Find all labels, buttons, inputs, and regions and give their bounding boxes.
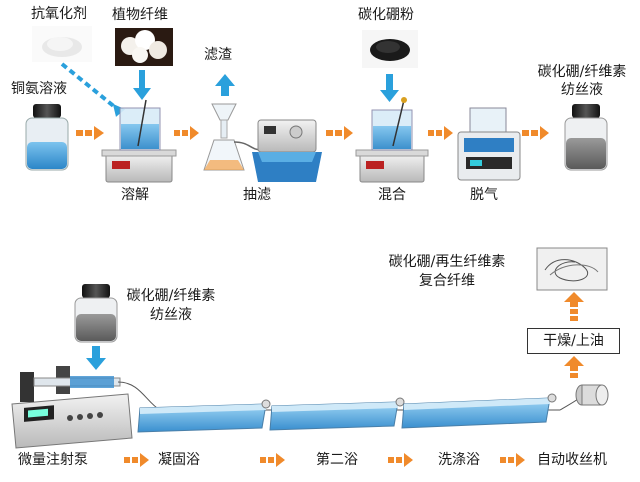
flow-arrow-bottom-3: [388, 453, 413, 467]
antioxidant-label: 抗氧化剂: [31, 6, 87, 22]
flow-arrow-up-1: [564, 356, 584, 378]
flow-arrow-1: [76, 126, 104, 140]
degas-ultrasonic-bath: [457, 107, 521, 181]
flow-arrow-bottom-1: [124, 453, 149, 467]
flow-arrow-3: [326, 126, 353, 140]
wash-bath-label: 洗涤浴: [438, 452, 480, 468]
antioxidant-powder-image: [32, 26, 92, 62]
syringe-pump: [11, 366, 133, 449]
spinning-solution-bottle-bottom: [74, 284, 118, 343]
boron-carbide-feed-arrow: [380, 74, 399, 102]
cuprammonium-label: 铜氨溶液: [11, 81, 67, 97]
suction-filter-label: 抽滤: [243, 187, 271, 203]
coagulation-bath: [137, 403, 267, 433]
mix-label: 混合: [378, 187, 406, 203]
vacuum-pump: [252, 119, 322, 182]
plant-fiber-image: [115, 28, 173, 66]
flow-arrow-5: [522, 126, 549, 140]
boron-carbide-powder-label: 碳化硼粉: [358, 7, 414, 23]
auto-collector-label: 自动收丝机: [537, 452, 607, 468]
guide-roller-2: [395, 397, 405, 407]
plant-fiber-feed-arrow: [133, 70, 151, 100]
flow-arrow-bottom-4: [500, 453, 525, 467]
mix-stirrer: [355, 97, 429, 183]
spinning-solution-top-label-1: 碳化硼/纤维素: [537, 64, 627, 80]
flow-arrow-bottom-2: [260, 453, 285, 467]
guide-roller-1: [261, 399, 271, 409]
suction-filter-flask: [203, 103, 263, 171]
dissolve-stirrer: [101, 99, 177, 183]
plant-fiber-label: 植物纤维: [112, 7, 168, 23]
dry-oil-box: 干燥/上油: [527, 328, 620, 354]
composite-fiber-label-2: 复合纤维: [419, 273, 475, 289]
spinning-solution-bottom-label-2: 纺丝液: [150, 307, 192, 323]
syringe-pump-label: 微量注射泵: [18, 452, 88, 468]
spinning-solution-bottle-top: [564, 104, 608, 171]
second-bath: [269, 401, 399, 431]
auto-collector-drum: [575, 384, 609, 406]
dissolve-label: 溶解: [121, 187, 149, 203]
degas-label: 脱气: [470, 187, 498, 203]
cuprammonium-bottle: [25, 104, 69, 171]
washing-bath: [401, 397, 551, 429]
filter-residue-label: 滤渣: [204, 47, 232, 63]
composite-fiber-label-1: 碳化硼/再生纤维素: [388, 254, 506, 270]
flow-arrow-4: [428, 126, 453, 140]
boron-carbide-powder-image: [362, 30, 418, 68]
filter-residue-arrow: [215, 74, 235, 96]
solution-feed-arrow: [86, 346, 106, 370]
flow-arrow-up-2: [564, 292, 584, 321]
second-bath-label: 第二浴: [316, 452, 358, 468]
guide-roller-3: [547, 393, 557, 403]
spinning-solution-top-label-2: 纺丝液: [561, 82, 603, 98]
flow-arrow-2: [174, 126, 199, 140]
coag-bath-label: 凝固浴: [158, 452, 200, 468]
antioxidant-feed-arrow: [60, 62, 126, 117]
composite-fiber-image: [536, 247, 608, 291]
spinning-solution-bottom-label-1: 碳化硼/纤维素: [126, 288, 216, 304]
